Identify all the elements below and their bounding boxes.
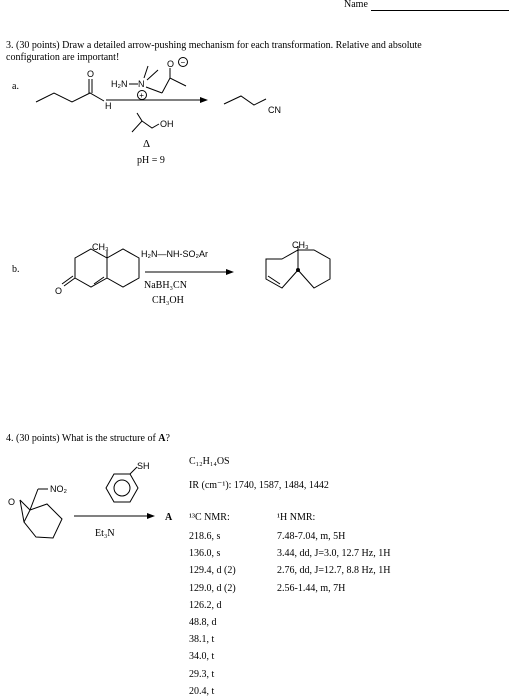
c13-peak: 20.4, t <box>189 685 215 697</box>
h1-nmr-peaks: 7.48-7.04, m, 5H 3.44, dd, J=3.0, 12.7 H… <box>277 528 390 597</box>
thiophenol-structure: SH <box>105 461 150 503</box>
ketone-oxygen-label: O <box>55 286 62 296</box>
h1-peak: 2.56-1.44, m, 7H <box>277 582 346 594</box>
epoxide-oxygen-label: O <box>8 497 15 507</box>
nitro-label: NO₂ <box>50 484 68 494</box>
c13-peak: 218.6, s <box>189 531 221 542</box>
butanal-structure: O H <box>35 69 112 111</box>
c13-nmr-peaks: 218.6, s 136.0, s 129.4, d (2) 129.0, d … <box>189 528 236 700</box>
butanenitrile-structure: CN <box>223 95 281 115</box>
nitrogen-label: N <box>138 79 145 89</box>
c13-peak: 129.4, d (2) <box>189 565 236 577</box>
epoxy-nitro-reactant-structure: O NO₂ <box>8 484 68 539</box>
amine-oxide-reagent: H₂N N O − + <box>111 57 188 100</box>
h1-nmr-header: ¹H NMR: <box>277 512 316 523</box>
h1-peak: 2.76, dd, J=12.7, 8.8 Hz, 1H <box>277 565 391 577</box>
isopropanol-structure: OH <box>131 112 174 133</box>
h1-peak: 7.48-7.04, m, 5H <box>277 531 346 542</box>
part-b-label: b. <box>12 264 20 275</box>
c13-peak: 48.8, d <box>189 617 217 629</box>
c13-peak: 126.2, d <box>189 599 222 611</box>
negative-charge-label: − <box>181 58 186 67</box>
positive-charge-label: + <box>139 91 144 100</box>
molecular-formula: C₁₂H₁₄OS <box>189 456 230 467</box>
reaction-arrow-a <box>106 97 208 103</box>
tosylhydrazine-reagent: H₂N—NH-SO₂Ar <box>141 249 208 259</box>
methyl-label-reactant: CH₃ <box>92 242 109 252</box>
enone-reactant-structure: CH₃ O <box>55 242 140 296</box>
question-4-heading: 4. (30 points) What is the structure of … <box>6 433 170 444</box>
product-a-label: A <box>165 512 173 523</box>
name-label: Name <box>344 0 368 10</box>
alcohol-label: OH <box>160 119 174 129</box>
question-3-heading-line2: configuration are important! <box>6 52 120 63</box>
amine-label: H₂N <box>111 79 128 89</box>
c13-peak: 129.0, d (2) <box>189 582 236 594</box>
ir-data: IR (cm⁻¹): 1740, 1587, 1484, 1442 <box>189 480 329 491</box>
c13-peak: 29.3, t <box>189 668 215 680</box>
c13-peak: 38.1, t <box>189 634 215 646</box>
c13-peak: 34.0, t <box>189 651 215 663</box>
base-reagent: Et₃N <box>95 528 115 539</box>
c13-peak: 136.0, s <box>189 548 221 560</box>
nabh3cn-reagent: NaBH₃CN <box>144 280 187 291</box>
nitrile-label: CN <box>268 105 281 115</box>
oxide-oxygen-label: O <box>167 59 174 69</box>
ph-condition: pH = 9 <box>137 155 165 166</box>
heat-symbol: Δ <box>143 138 151 150</box>
heading-compound-a: A <box>158 433 166 444</box>
aldehyde-hydrogen-label: H <box>105 101 112 111</box>
methanol-reagent: CH₃OH <box>152 295 184 306</box>
alkene-product-structure: CH₃ <box>265 240 331 289</box>
c13-nmr-header: ¹³C NMR: <box>189 512 230 523</box>
question-3-heading: 3. (30 points) Draw a detailed arrow-pus… <box>6 40 422 51</box>
part-a-label: a. <box>12 81 19 92</box>
name-field-line[interactable] <box>371 10 509 11</box>
reaction-arrow-q4 <box>74 513 155 519</box>
h1-peak: 3.44, dd, J=3.0, 12.7 Hz, 1H <box>277 548 391 560</box>
carbonyl-oxygen-label: O <box>87 69 94 79</box>
thiol-label: SH <box>137 461 150 471</box>
methyl-label-product: CH₃ <box>292 240 309 250</box>
reaction-arrow-b <box>145 269 234 275</box>
